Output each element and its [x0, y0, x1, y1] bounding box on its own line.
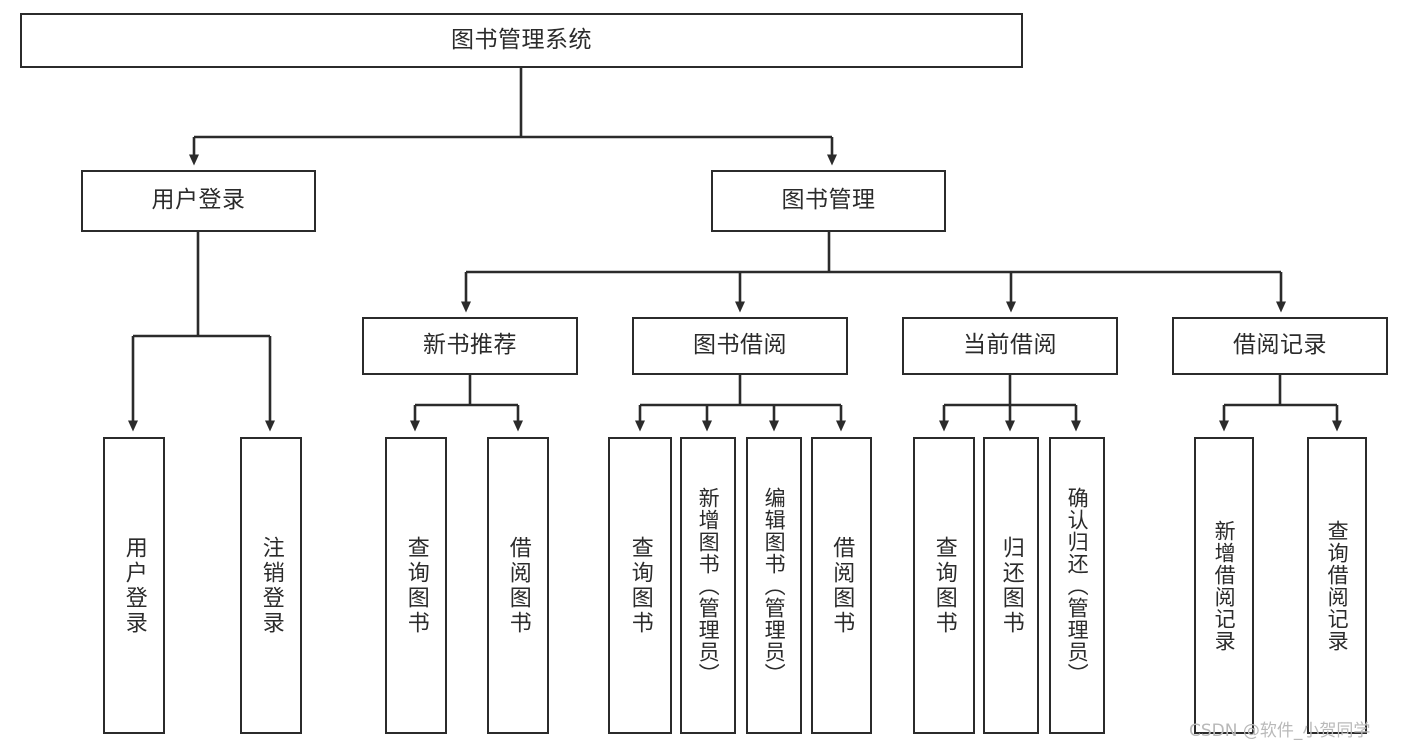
- leaf-borrow-book[interactable]: 借阅图书: [811, 437, 872, 734]
- node-root-system[interactable]: 图书管理系统: [20, 13, 1023, 68]
- node-book-borrow[interactable]: 图书借阅: [632, 317, 848, 375]
- leaf-query-book-recommend[interactable]: 查询图书: [385, 437, 447, 734]
- leaf-return-book[interactable]: 归还图书: [983, 437, 1039, 734]
- leaf-add-borrow-record[interactable]: 新增借阅记录: [1194, 437, 1254, 734]
- leaf-borrow-book-recommend[interactable]: 借阅图书: [487, 437, 549, 734]
- node-borrow-record[interactable]: 借阅记录: [1172, 317, 1388, 375]
- leaf-add-book-admin[interactable]: 新增图书（管理员）: [680, 437, 736, 734]
- leaf-query-borrow-record[interactable]: 查询借阅记录: [1307, 437, 1367, 734]
- node-current-borrow[interactable]: 当前借阅: [902, 317, 1118, 375]
- leaf-query-book-borrow[interactable]: 查询图书: [608, 437, 672, 734]
- csdn-watermark: CSDN @软件_小贺同学: [1189, 721, 1371, 741]
- node-user-login[interactable]: 用户登录: [81, 170, 316, 232]
- node-book-management[interactable]: 图书管理: [711, 170, 946, 232]
- leaf-user-login[interactable]: 用户登录: [103, 437, 165, 734]
- leaf-edit-book-admin[interactable]: 编辑图书（管理员）: [746, 437, 802, 734]
- node-new-book-recommend[interactable]: 新书推荐: [362, 317, 578, 375]
- leaf-query-book-current[interactable]: 查询图书: [913, 437, 975, 734]
- leaf-user-logout[interactable]: 注销登录: [240, 437, 302, 734]
- leaf-confirm-return-admin[interactable]: 确认归还（管理员）: [1049, 437, 1105, 734]
